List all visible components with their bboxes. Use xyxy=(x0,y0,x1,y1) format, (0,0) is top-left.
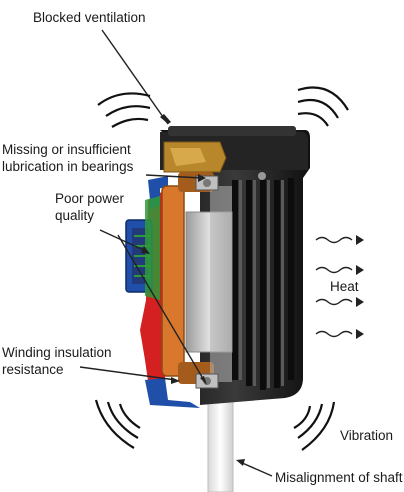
label-power-line1: Poor power xyxy=(55,191,125,206)
vibration-marks-top-left xyxy=(97,92,151,128)
bearing-top xyxy=(195,175,219,191)
label-bearings: Missing or insufficient lubrication in b… xyxy=(2,141,133,175)
arrow-winding xyxy=(79,366,177,381)
vibration-marks-bottom-left xyxy=(94,399,141,449)
arrow-winding-top xyxy=(117,234,206,383)
label-bearings-line1: Missing or insufficient xyxy=(2,142,131,157)
label-blocked-ventilation-text: Blocked ventilation xyxy=(33,10,146,25)
label-vibration: Vibration xyxy=(340,427,393,444)
terminal-box xyxy=(125,196,160,300)
frame-blue xyxy=(145,176,200,408)
vibration-marks-top-right xyxy=(297,86,349,127)
label-vibration-text: Vibration xyxy=(340,428,394,443)
label-heat-text: Heat xyxy=(330,279,359,294)
label-winding-line1: Winding insulation xyxy=(2,345,112,360)
label-bearings-line2: lubrication in bearings xyxy=(2,159,134,174)
label-heat: Heat xyxy=(330,278,359,295)
label-poor-power-quality: Poor power quality xyxy=(55,190,124,224)
label-winding-insulation: Winding insulation resistance xyxy=(2,344,112,378)
label-misalignment-text: Misalignment of shaft xyxy=(275,470,403,485)
label-blocked-ventilation: Blocked ventilation xyxy=(33,9,146,26)
label-power-line2: quality xyxy=(55,208,95,223)
bearing-bottom xyxy=(195,373,219,389)
vibration-marks-bottom-right xyxy=(293,401,336,451)
label-misalignment: Misalignment of shaft xyxy=(275,469,403,486)
motor-shaft xyxy=(207,394,234,492)
arrow-misalignment xyxy=(239,461,273,477)
label-winding-line2: resistance xyxy=(2,362,64,377)
arrow-bearings xyxy=(145,174,203,179)
arrow-ventilation xyxy=(101,29,169,125)
arrow-power xyxy=(99,229,149,253)
heat-waves xyxy=(315,236,353,338)
